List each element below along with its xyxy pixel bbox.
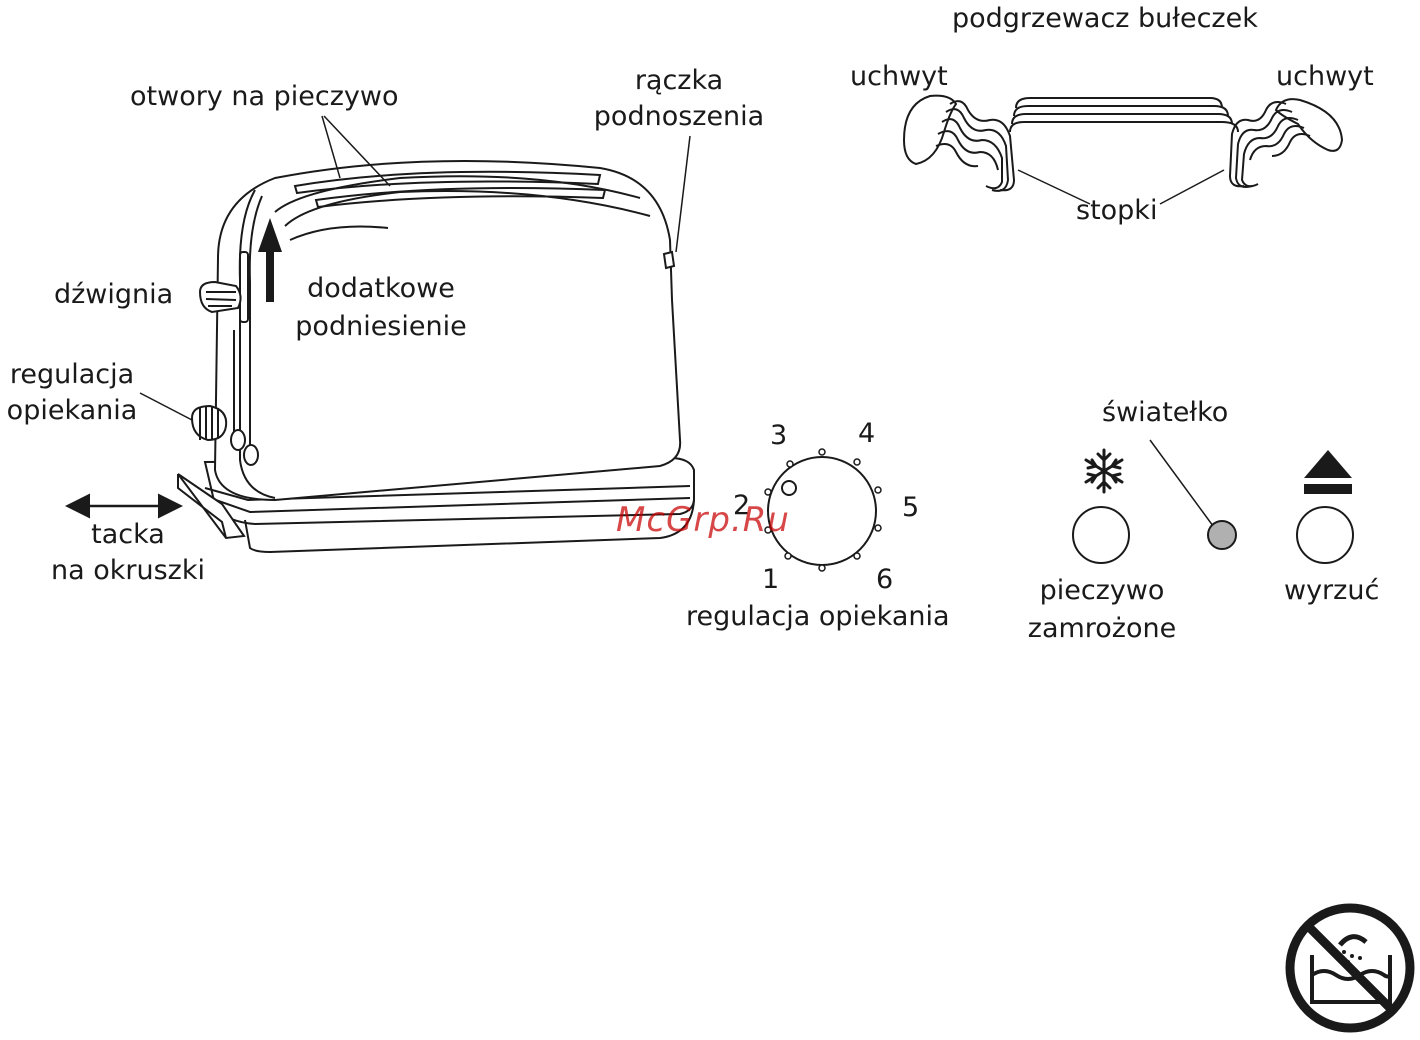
watermark: McGrp.Ru	[616, 500, 790, 540]
label-light: światełko	[1102, 394, 1228, 432]
label-lift-handle-1: rączka	[584, 62, 774, 100]
label-lift-handle-2: podnoszenia	[584, 98, 774, 136]
label-handle-left: uchwyt	[850, 58, 948, 96]
label-bread-slots: otwory na pieczywo	[130, 78, 398, 116]
label-frozen-2: zamrożone	[1012, 610, 1192, 648]
eject-icon	[1304, 450, 1352, 494]
label-extra-lift-1: dodatkowe	[286, 270, 476, 308]
label-feet: stopki	[1076, 192, 1157, 230]
snowflake-icon	[1086, 450, 1122, 492]
lever-handle	[200, 282, 241, 312]
dial-number-3: 3	[770, 420, 787, 451]
frozen-button	[1073, 507, 1129, 563]
dial-number-1: 1	[762, 564, 779, 595]
indicator-light	[1208, 521, 1236, 549]
label-frozen-1: pieczywo	[1012, 572, 1192, 610]
cancel-button	[1297, 507, 1353, 563]
label-dial-caption: regulacja opiekania	[686, 598, 950, 636]
dial-number-6: 6	[876, 564, 893, 595]
label-crumb-tray-2: na okruszki	[40, 552, 216, 590]
browning-knob	[192, 406, 226, 440]
toaster-illustration	[178, 161, 694, 552]
label-extra-lift-2: podniesienie	[286, 308, 476, 346]
label-lever: dźwignia	[54, 276, 173, 314]
bun-warmer-illustration	[904, 96, 1342, 191]
label-cancel: wyrzuć	[1284, 572, 1379, 610]
label-browning-1: regulacja	[0, 356, 144, 394]
label-crumb-tray-1: tacka	[40, 516, 216, 554]
label-handle-right: uchwyt	[1276, 58, 1374, 96]
dial-number-5: 5	[902, 492, 919, 523]
label-browning-2: opiekania	[0, 392, 144, 430]
dial-number-4: 4	[858, 418, 875, 449]
label-bun-warmer: podgrzewacz bułeczek	[952, 0, 1258, 38]
bun-warmer-handle-right	[1276, 99, 1342, 151]
no-immersion-icon	[1290, 908, 1410, 1028]
bun-warmer-handle-left	[904, 96, 956, 164]
